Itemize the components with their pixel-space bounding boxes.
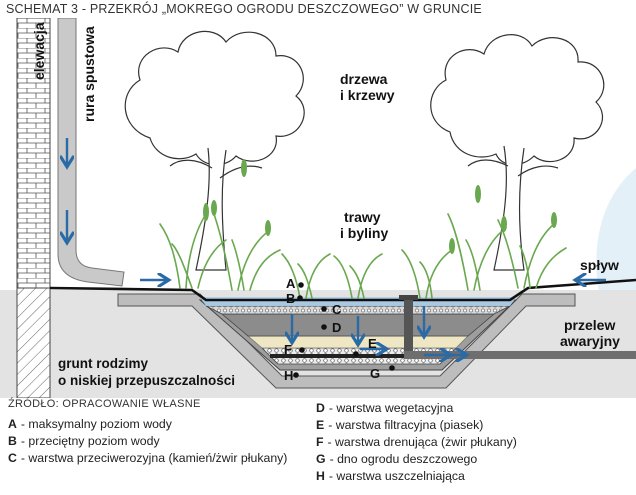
label-runoff: spływ: [580, 257, 619, 273]
tree-left: [124, 30, 305, 271]
label-native-soil-1: grunt rodzimy: [58, 356, 148, 371]
source-note: ŹRÓDŁO: OPRACOWANIE WŁASNE: [8, 398, 201, 410]
layer-markers: A B C D E F G H: [284, 276, 380, 383]
legend-item-d: D- warstwa wegetacyjna: [316, 401, 454, 415]
label-overflow-2: awaryjny: [560, 333, 620, 349]
legend-item-a: A- maksymalny poziom wody: [8, 417, 172, 431]
marker-e: E: [368, 336, 377, 351]
legend-item-h: H- warstwa uszczelniająca: [316, 469, 465, 483]
building-elevation: [16, 18, 51, 289]
overflow-cap: [399, 295, 418, 300]
downspout-pipe: [57, 18, 125, 287]
marker-f: F: [284, 342, 292, 357]
overflow-pipe: [404, 351, 636, 359]
marker-h: H: [284, 368, 293, 383]
flower-spikes: [203, 159, 557, 254]
label-trees-1: drzewa: [340, 71, 388, 87]
label-downspout: rura spustowa: [81, 26, 97, 122]
diagram-title: SCHEMAT 3 - PRZEKRÓJ „MOKREGO OGRODU DES…: [6, 2, 482, 16]
label-elevation: elewacja: [31, 22, 47, 80]
grasses: [159, 213, 567, 299]
ground-surface: [49, 278, 636, 302]
legend-item-c: C- warstwa przeciwerozyjna (kamień/żwir …: [8, 451, 288, 465]
sky-edge: [596, 168, 636, 308]
anti-erosion-layer: [205, 305, 511, 315]
label-grasses-2: i byliny: [340, 225, 388, 241]
legend-left: A- maksymalny poziom wody B- przeciętny …: [8, 416, 303, 467]
foundation: [16, 287, 51, 398]
marker-a: A: [286, 276, 296, 291]
legend-item-g: G- dno ogrodu deszczowego: [316, 452, 478, 466]
tree-right: [430, 34, 605, 271]
label-grasses-1: trawy: [344, 209, 381, 225]
flow-arrows: [67, 138, 606, 355]
legend-right: D- warstwa wegetacyjna E- warstwa filtra…: [316, 400, 634, 485]
rain-garden-cross-section: elewacja rura spustowa drzewa i krzewy t…: [0, 18, 636, 398]
marker-b: B: [286, 291, 295, 306]
legend-item-e: E- warstwa filtracyjna (piasek): [316, 418, 484, 432]
marker-d: D: [332, 320, 341, 335]
label-trees-2: i krzewy: [340, 87, 395, 103]
marker-c: C: [332, 302, 342, 317]
sealing-layer: [117, 293, 576, 389]
marker-g: G: [370, 366, 380, 381]
label-overflow-1: przelew: [564, 317, 615, 333]
marker-dots: [293, 282, 395, 378]
legend-item-f: F- warstwa drenująca (żwir płukany): [316, 435, 517, 449]
overflow-standpipe: [404, 297, 413, 357]
legend-item-b: B- przeciętny poziom wody: [8, 434, 160, 448]
label-native-soil-2: o niskiej przepuszczalności: [58, 373, 235, 388]
